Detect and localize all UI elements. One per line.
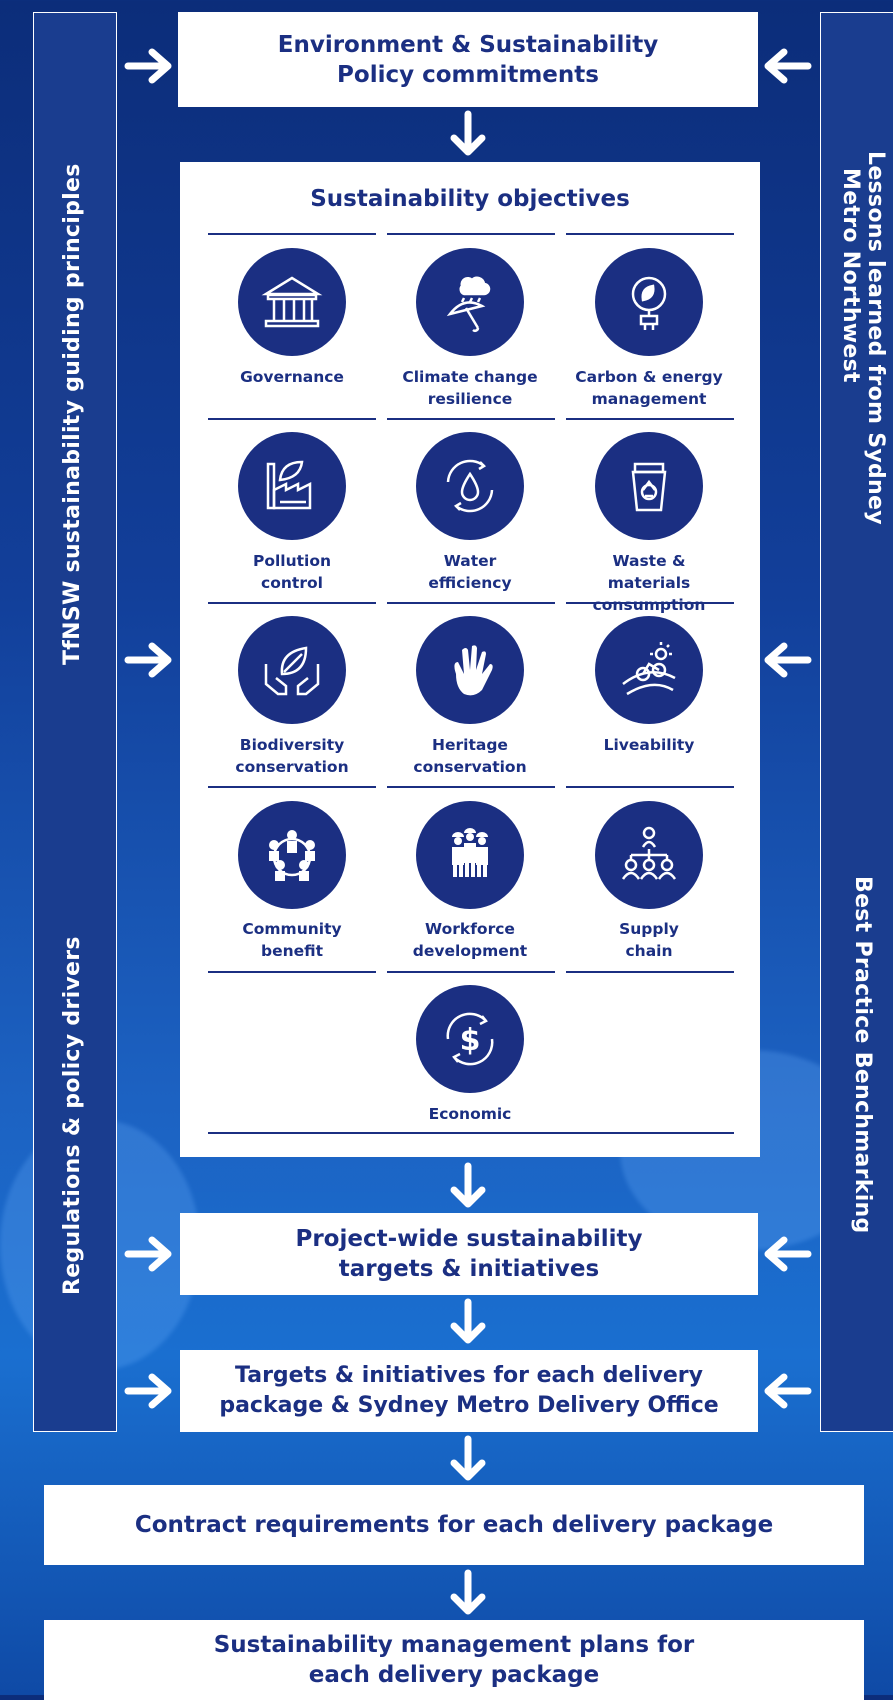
divider: [387, 602, 555, 604]
policy-line2: Policy commitments: [337, 61, 599, 88]
arrow-down-icon: [448, 1435, 488, 1483]
governance-building-icon: [238, 248, 346, 356]
policy-line1: Environment & Sustainability: [277, 31, 659, 58]
divider: [208, 602, 376, 604]
carbon-energy-plug-icon: [595, 248, 703, 356]
lessons-learned-label-line2: Metro Northwest: [838, 168, 863, 383]
objective-label: Biodiversity conservation: [235, 736, 349, 776]
project-line2: targets & initiatives: [338, 1256, 600, 1282]
pollution-factory-icon: [238, 432, 346, 540]
right-sidebar: Lessons learned from Sydney Metro Northw…: [820, 12, 893, 1432]
contract-label: Contract requirements for each delivery …: [134, 1512, 774, 1538]
svg-text:$: $: [460, 1023, 481, 1058]
divider: [566, 971, 734, 973]
arrow-right-icon: [124, 1371, 174, 1411]
divider: [566, 786, 734, 788]
divider: [566, 418, 734, 420]
dollar-cycle-icon: $: [416, 985, 524, 1093]
divider: [387, 971, 555, 973]
contract-requirements-box: Contract requirements for each delivery …: [44, 1485, 864, 1565]
climate-umbrella-icon: [416, 248, 524, 356]
package-line2: package & Sydney Metro Delivery Office: [219, 1393, 719, 1418]
hands-leaf-icon: [238, 616, 346, 724]
water-drop-cycle-icon: [416, 432, 524, 540]
plans-line1: Sustainability management plans for: [213, 1632, 695, 1658]
objective-label: Economic: [428, 1105, 512, 1123]
divider: [566, 602, 734, 604]
project-line1: Project-wide sustainability: [295, 1226, 643, 1252]
policy-commitments-box: Environment & Sustainability Policy comm…: [178, 12, 758, 107]
objective-label: Supply chain: [619, 920, 679, 960]
divider: [387, 233, 555, 235]
arrow-down-icon: [448, 1298, 488, 1346]
divider: [387, 786, 555, 788]
objective-label: Workforce development: [412, 920, 528, 960]
arrow-right-icon: [124, 1234, 174, 1274]
guiding-principles-label: TfNSW sustainability guiding principles: [60, 163, 85, 665]
arrow-right-icon: [124, 640, 174, 680]
divider: [208, 418, 376, 420]
plans-line2: each delivery package: [308, 1662, 600, 1688]
objective-label: Liveability: [603, 736, 695, 754]
regulations-label: Regulations & policy drivers: [60, 936, 85, 1295]
objective-label: Heritage conservation: [413, 736, 527, 776]
left-sidebar: TfNSW sustainability guiding principles …: [33, 12, 117, 1432]
lessons-learned-label-line1: Lessons learned from Sydney: [863, 151, 888, 525]
objective-label: Water efficiency: [428, 552, 512, 592]
project-targets-box: Project-wide sustainability targets & in…: [180, 1213, 758, 1295]
divider: [387, 418, 555, 420]
arrow-left-icon: [762, 640, 812, 680]
divider: [208, 233, 376, 235]
divider: [208, 971, 376, 973]
arrow-left-icon: [762, 46, 812, 86]
divider: [208, 1132, 734, 1134]
arrow-left-icon: [762, 1371, 812, 1411]
objective-label: Waste & materials consumption: [592, 552, 706, 614]
arrow-down-icon: [448, 110, 488, 158]
recycle-bin-icon: [595, 432, 703, 540]
arrow-down-icon: [448, 1162, 488, 1210]
arrow-down-icon: [448, 1569, 488, 1617]
benchmarking-label: Best Practice Benchmarking: [850, 876, 875, 1234]
cyclist-sun-icon: [595, 616, 703, 724]
supply-chain-hierarchy-icon: [595, 801, 703, 909]
package-line1: Targets & initiatives for each delivery: [235, 1363, 703, 1388]
package-targets-box: Targets & initiatives for each delivery …: [180, 1350, 758, 1432]
objective-label: Carbon & energy management: [575, 368, 723, 408]
arrow-left-icon: [762, 1234, 812, 1274]
objective-label: Community benefit: [242, 920, 342, 960]
objectives-title: Sustainability objectives: [310, 186, 630, 212]
people-circle-icon: [238, 801, 346, 909]
workers-icon: [416, 801, 524, 909]
objective-label: Pollution control: [252, 552, 332, 592]
management-plans-box: Sustainability management plans for each…: [44, 1620, 864, 1700]
objective-label: Governance: [240, 368, 344, 386]
arrow-right-icon: [124, 46, 174, 86]
divider: [208, 786, 376, 788]
hand-print-icon: [416, 616, 524, 724]
objective-label: Climate change resilience: [402, 368, 538, 408]
divider: [566, 233, 734, 235]
